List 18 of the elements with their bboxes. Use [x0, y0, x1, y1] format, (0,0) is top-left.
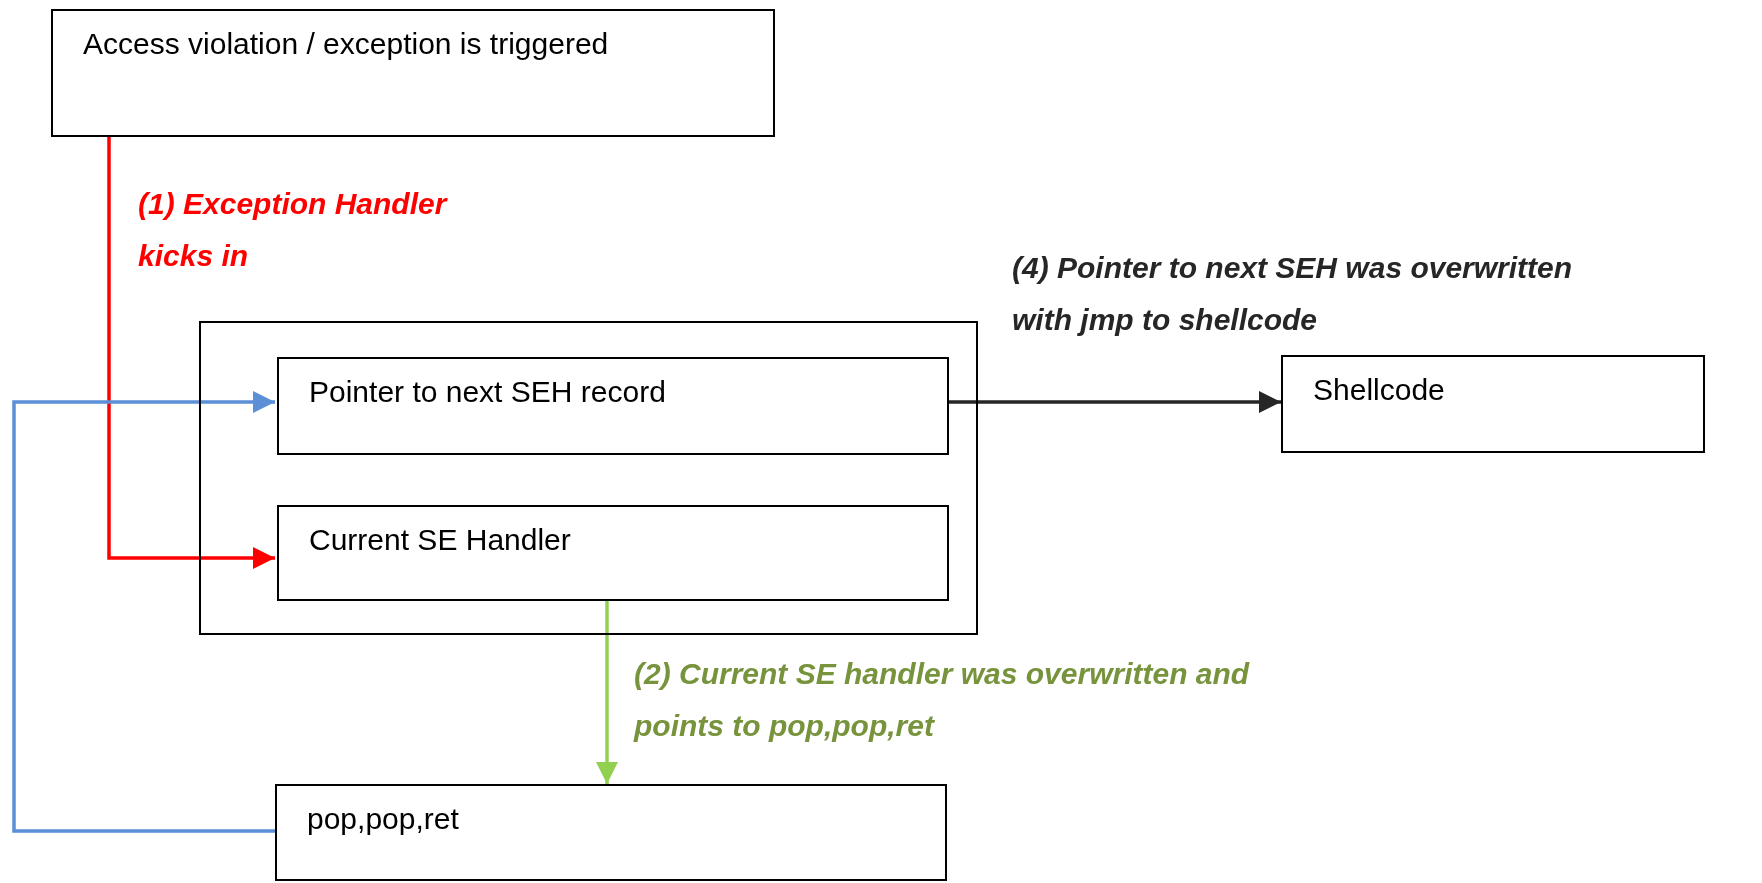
process-box	[277, 357, 949, 455]
process-box	[51, 9, 775, 137]
box-text: Pointer to next SEH record	[309, 375, 666, 409]
box-text: Access violation / exception is triggered	[83, 27, 609, 61]
arrow	[12, 391, 275, 833]
process-box	[277, 505, 949, 601]
box-text: pop,pop,ret	[307, 802, 459, 836]
process-box	[275, 784, 947, 881]
box-text: Shellcode	[1313, 373, 1445, 407]
edge-label: (2) Current SE handler was overwritten and points to pop,pop,ret	[634, 656, 1251, 744]
container-box	[199, 321, 978, 635]
arrow	[947, 391, 1281, 413]
edge-label: (1) Exception Handler kicks in	[138, 186, 449, 274]
edge-label: (4) Pointer to next SEH was overwritten with jmp to shellcode	[1012, 250, 1574, 338]
box-text: Current SE Handler	[309, 523, 571, 557]
arrow	[596, 599, 618, 784]
process-box	[1281, 355, 1705, 453]
arrow	[107, 137, 275, 569]
